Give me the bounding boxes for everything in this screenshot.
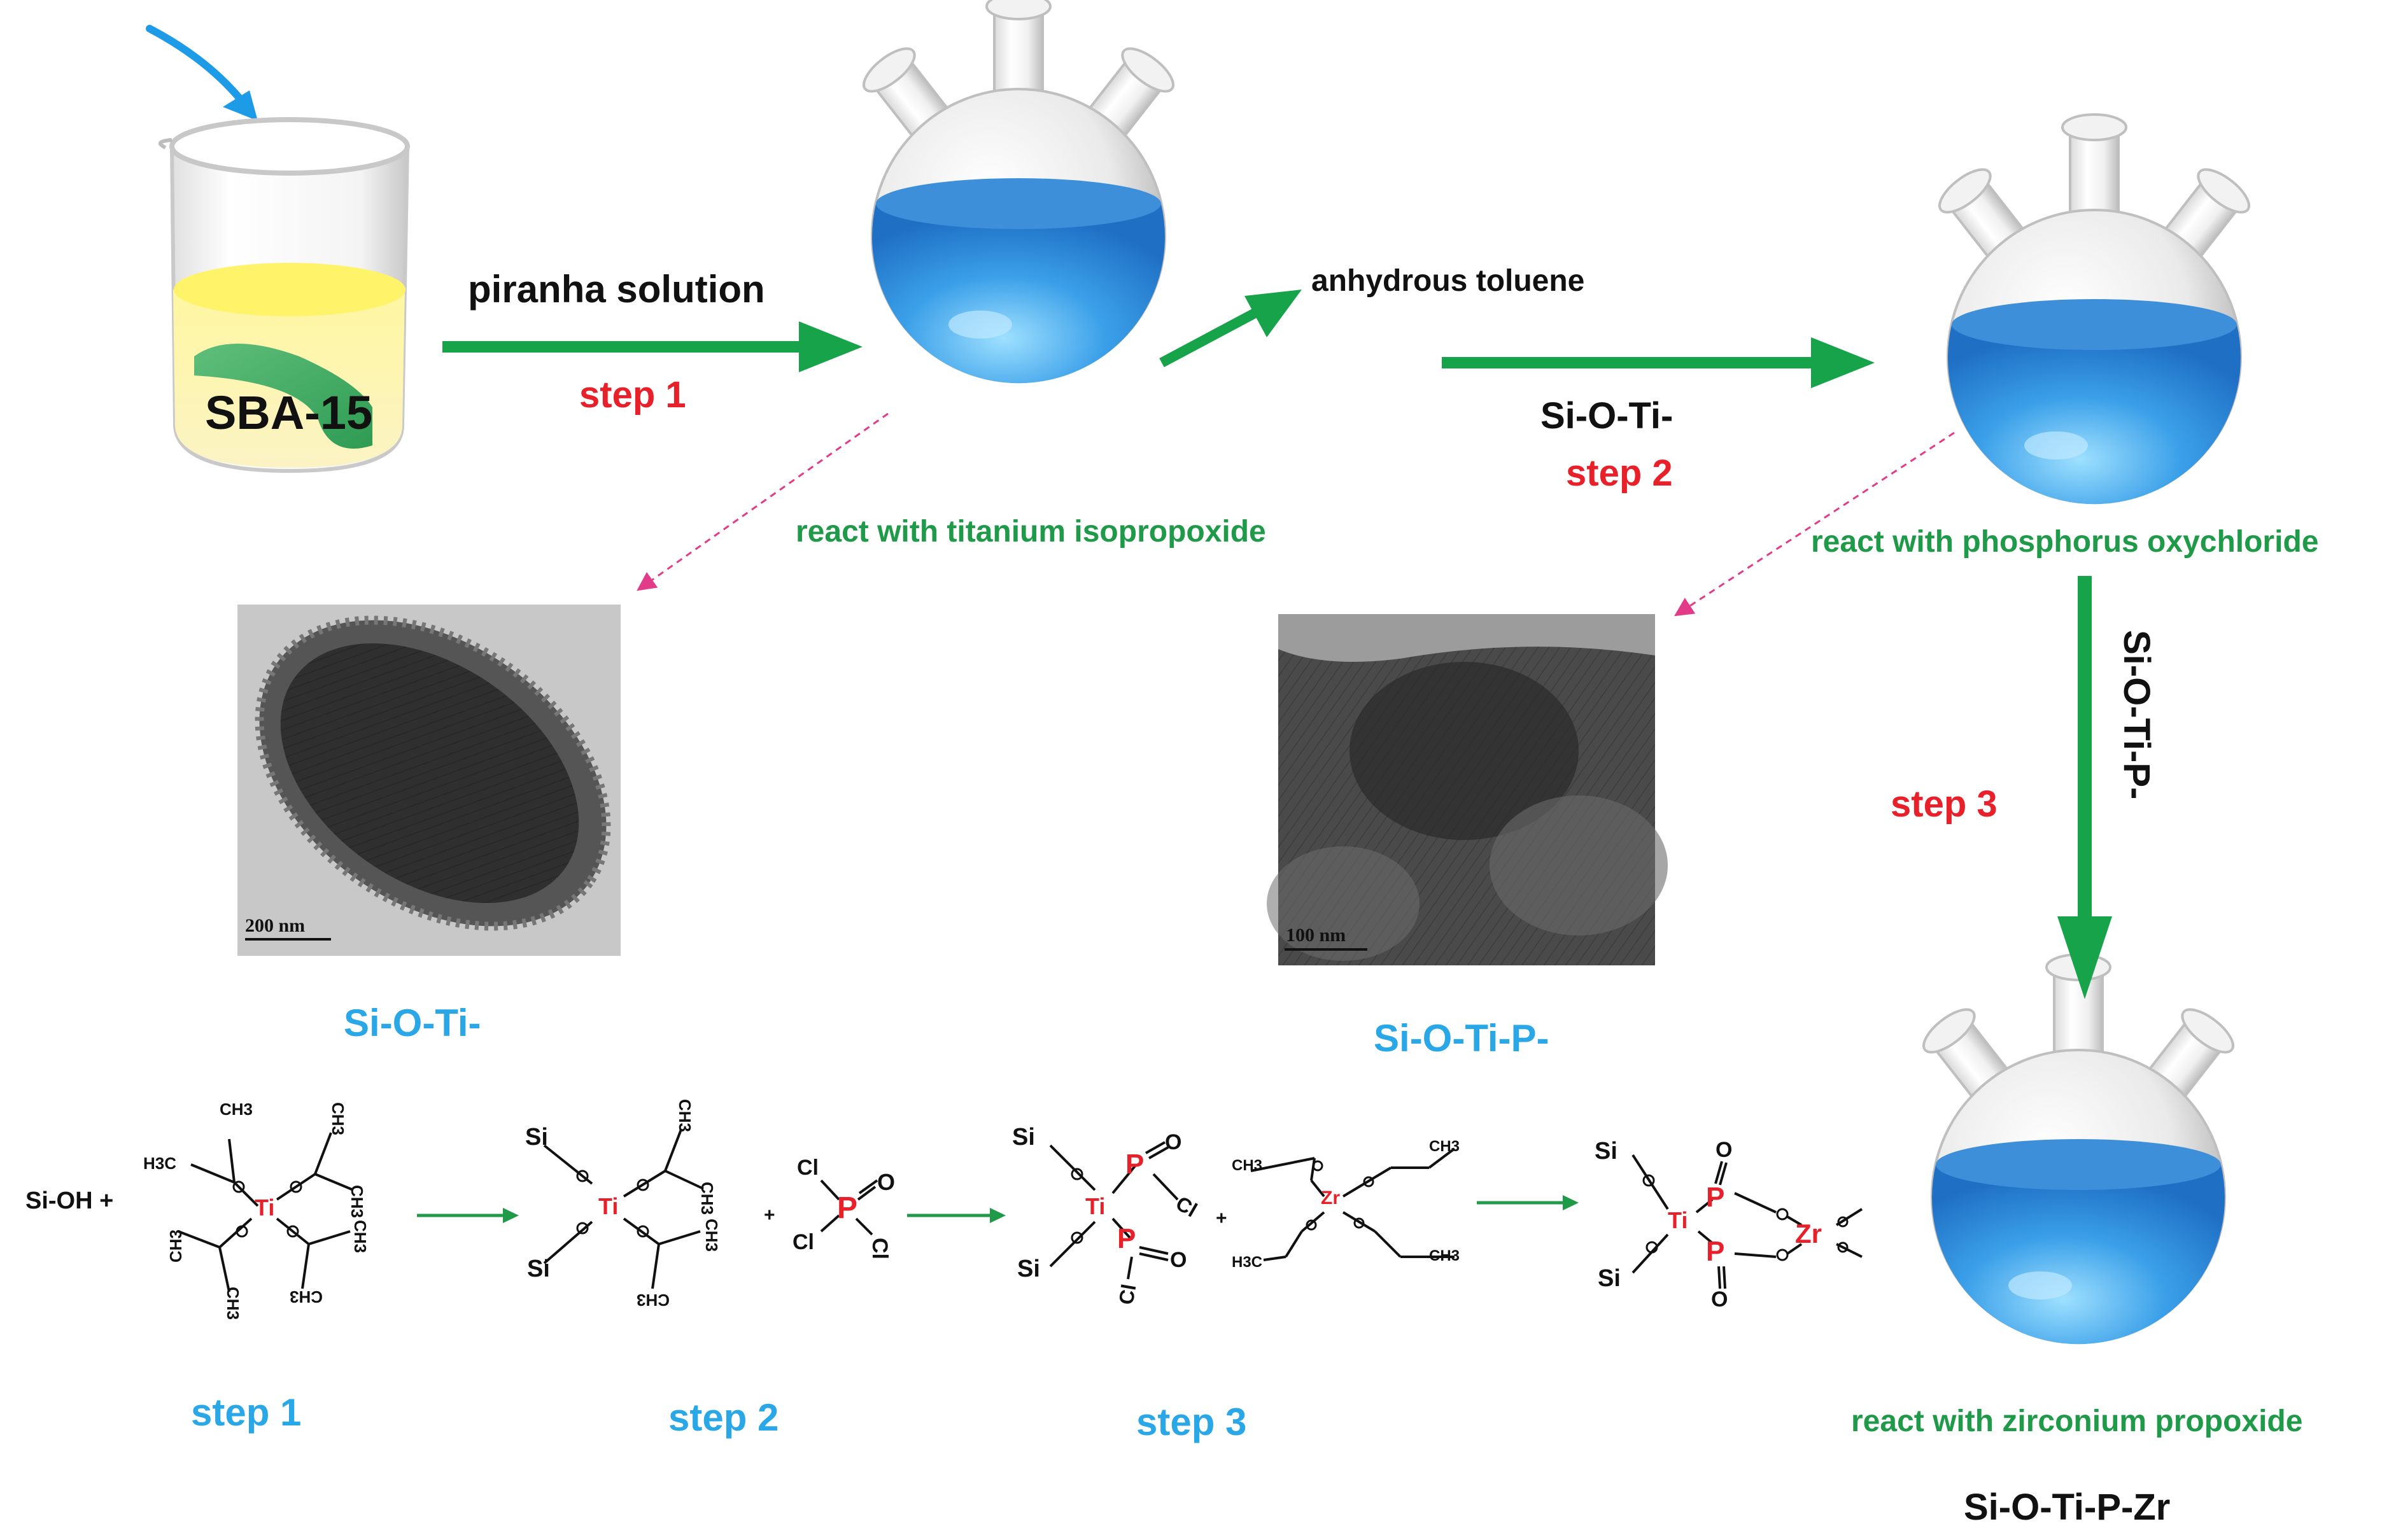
- chem-o-2: O: [1165, 1130, 1182, 1154]
- chem-si-a: Si: [525, 1124, 548, 1151]
- chem-cl-1: Cl: [797, 1156, 819, 1180]
- chem-ch3-8: CH3: [675, 1098, 695, 1133]
- chem-o-3: O: [1170, 1248, 1187, 1272]
- tem-image-2: [1267, 614, 1668, 965]
- chem-ti-4: Ti: [1668, 1207, 1688, 1233]
- chem-cl-5: Cl: [1114, 1282, 1141, 1306]
- zr-propoxide: [1250, 1147, 1456, 1261]
- chem-plus-1: +: [764, 1205, 775, 1226]
- pocl3: [820, 1179, 878, 1236]
- arrow-flask1-to-toluene: [1159, 290, 1302, 368]
- chem-o-4: O: [1716, 1138, 1733, 1162]
- pointer-to-tem2: [1674, 431, 1955, 617]
- chem-o-5: O: [1711, 1287, 1728, 1312]
- chem-plus-2: +: [1216, 1208, 1227, 1229]
- chem-ch3-10: CH3: [702, 1218, 722, 1252]
- beaker: [159, 117, 410, 473]
- tem2-scale-text: 100 nm: [1286, 925, 1346, 946]
- chem-p-3: P: [1117, 1223, 1136, 1254]
- chem-h3c-2: H3C: [1232, 1254, 1263, 1271]
- chem-ti-3: Ti: [1085, 1193, 1106, 1219]
- flask-3: [1922, 953, 2234, 1345]
- ti-intermediate-1: [543, 1129, 704, 1289]
- arrow-beaker-to-flask1: [442, 321, 863, 372]
- chem-ch3-4: CH3: [166, 1229, 186, 1263]
- tem1-scale-bar: [245, 938, 331, 941]
- chem-p-5: P: [1706, 1236, 1725, 1267]
- react-phosphorus-label: react with phosphorus oxychloride: [1811, 525, 2319, 559]
- chem-p-4: P: [1706, 1182, 1725, 1213]
- tem2-caption: Si-O-Ti-P-: [1374, 1017, 1549, 1060]
- chem-arrow-3: [1477, 1195, 1579, 1210]
- chem-ch3-3: CH3: [348, 1184, 367, 1219]
- react-zirconium-label: react with zirconium propoxide: [1851, 1404, 2303, 1438]
- step1-top-label: step 1: [579, 374, 686, 416]
- chem-ch3-12: CH3: [1429, 1138, 1460, 1155]
- chem-si-e: Si: [1595, 1138, 1617, 1165]
- chem-o-1: O: [877, 1169, 896, 1195]
- piranha-label: piranha solution: [468, 268, 765, 311]
- ti-p-intermediate: [1049, 1141, 1179, 1280]
- flask-1: [863, 0, 1174, 384]
- step2-top-label: step 2: [1566, 452, 1673, 494]
- chem-ti-2: Ti: [598, 1193, 619, 1219]
- chem-h3c-1: H3C: [143, 1154, 177, 1173]
- chem-ch3-5: CH3: [351, 1219, 370, 1254]
- chem-ch3-14: CH3: [1429, 1247, 1460, 1264]
- chem-si-b: Si: [527, 1256, 550, 1282]
- chem-ch3-7: CH3: [290, 1287, 323, 1306]
- anhydrous-toluene-label: anhydrous toluene: [1311, 264, 1585, 298]
- arrow-flask2-to-flask3: [2057, 576, 2112, 999]
- blue-curved-arrow: [146, 25, 258, 121]
- chem-ti-1: Ti: [255, 1194, 275, 1221]
- pointer-to-tem1: [637, 412, 889, 591]
- chem-ch3-6: CH3: [223, 1286, 243, 1320]
- step3-bottom-label: step 3: [1136, 1401, 1247, 1443]
- final-product-label: Si-O-Ti-P-Zr: [1964, 1487, 2171, 1528]
- tem1-scale-text: 200 nm: [245, 915, 306, 936]
- sioti-arrow-label: Si-O-Ti-: [1540, 395, 1674, 437]
- chem-ch3-13: CH3: [1232, 1157, 1263, 1174]
- chem-ch3-1: CH3: [220, 1100, 253, 1119]
- arrow-to-flask2: [1442, 337, 1875, 388]
- chem-ch3-11: CH3: [637, 1291, 670, 1310]
- oxygen-markers: [232, 1160, 1849, 1261]
- chem-si-d: Si: [1017, 1256, 1040, 1282]
- step1-bottom-label: step 1: [191, 1391, 302, 1434]
- tem2-scale-bar: [1285, 948, 1367, 951]
- chem-p-1: P: [837, 1191, 858, 1225]
- sba15-label: SBA-15: [205, 386, 373, 439]
- chem-si-f: Si: [1598, 1265, 1621, 1292]
- chem-sioh: Si-OH +: [25, 1187, 114, 1214]
- step3-side-label: step 3: [1891, 783, 1998, 825]
- chem-zr-2: Zr: [1795, 1219, 1822, 1249]
- chem-ch3-2: CH3: [328, 1102, 348, 1136]
- ti-isopropoxide: [178, 1132, 354, 1292]
- siotip-vertical-label: Si-O-Ti-P-: [2116, 630, 2157, 800]
- final-product-structure: [1631, 1154, 1863, 1289]
- step2-bottom-label: step 2: [668, 1396, 779, 1439]
- chem-p-2: P: [1125, 1149, 1145, 1180]
- flask-2: [1938, 113, 2250, 505]
- chem-scheme: [178, 1129, 1863, 1292]
- react-titanium-label: react with titanium isopropoxide: [796, 515, 1266, 549]
- chem-cl-3: Cl: [868, 1238, 892, 1259]
- chem-si-c: Si: [1012, 1124, 1035, 1151]
- chem-cl-2: Cl: [793, 1230, 814, 1254]
- tem1-caption: Si-O-Ti-: [344, 1002, 481, 1044]
- chem-ch3-9: CH3: [698, 1181, 717, 1215]
- chem-arrow-2: [907, 1208, 1006, 1223]
- tem-image-1: [237, 605, 621, 956]
- chem-arrow-1: [417, 1208, 519, 1223]
- chem-zr-1: Zr: [1321, 1187, 1340, 1208]
